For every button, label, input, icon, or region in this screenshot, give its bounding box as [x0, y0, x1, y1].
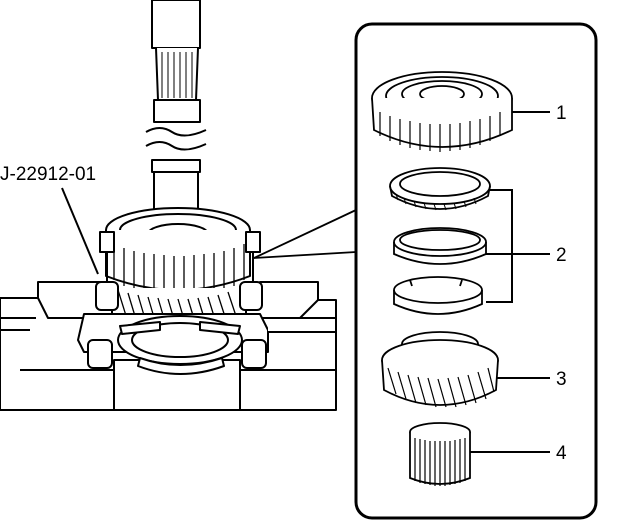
callout-4: 4	[556, 443, 567, 464]
puller-bolts	[87, 231, 267, 369]
callout-leaders	[470, 111, 550, 453]
callout-2: 2	[556, 245, 567, 266]
tool-callout: J-22912-01	[0, 164, 99, 275]
upper-gear-on-shaft	[105, 207, 251, 296]
part-3-helical-gear	[381, 331, 499, 408]
part-1-gear	[371, 71, 513, 152]
callout-3: 3	[556, 369, 567, 390]
tool-label: J-22912-01	[0, 164, 96, 185]
shaft	[145, 0, 207, 233]
part-4-needle-bearing	[409, 422, 471, 486]
tool-leader-line	[61, 187, 99, 275]
fixture-rail	[268, 317, 337, 333]
callout-1: 1	[556, 103, 567, 124]
puller-plate-j22912	[77, 313, 269, 375]
zoom-leader	[253, 209, 357, 259]
part-2-synchro-rings	[389, 167, 491, 315]
press-assembly	[0, 0, 337, 411]
